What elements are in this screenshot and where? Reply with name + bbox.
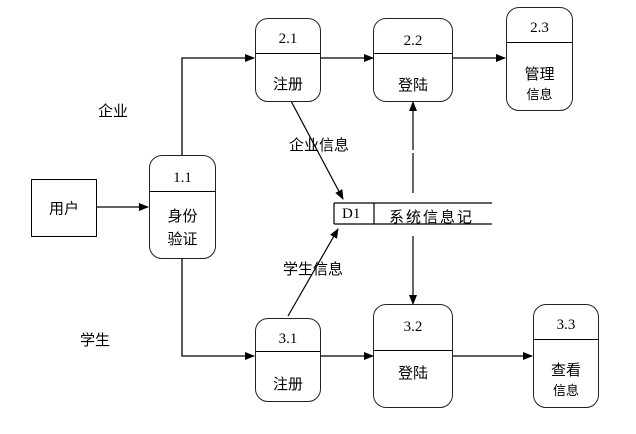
process-name: 管理 — [524, 65, 555, 83]
process-number: 2.3 — [530, 20, 549, 36]
process-number: 2.2 — [403, 33, 423, 49]
flow-1-1-to-2-1 — [181, 54, 255, 156]
process-divider — [374, 53, 452, 54]
flow-label-student: 学生 — [80, 331, 111, 349]
process-name: 查看 — [550, 361, 581, 379]
process-name: 身份 — [167, 207, 198, 225]
process-number: 3.1 — [278, 331, 298, 347]
process-divider — [374, 350, 452, 351]
external-entity-user[interactable]: 用户 — [31, 179, 97, 237]
process-2-1[interactable]: 2.1 注册 — [255, 18, 321, 102]
process-divider — [534, 339, 598, 340]
process-1-1[interactable]: 1.1 身份 验证 — [149, 155, 216, 259]
process-name: 登陆 — [397, 76, 428, 94]
flow-label-student-info: 学生信息 — [283, 260, 344, 278]
external-entity-label: 用户 — [48, 199, 79, 218]
process-name-line2: 信息 — [526, 88, 553, 103]
process-3-3[interactable]: 3.3 查看 信息 — [533, 304, 599, 408]
process-name-line2: 验证 — [167, 230, 198, 248]
flow-2-1-to-d1 — [290, 100, 344, 200]
data-store-d1[interactable]: D1 系统信息记 — [334, 203, 492, 226]
process-number: 1.1 — [173, 170, 192, 186]
flow-label-enterprise: 企业 — [98, 102, 129, 120]
process-name: 注册 — [272, 75, 303, 93]
data-store-name: 系统信息记 — [389, 208, 475, 226]
flow-1-1-to-3-1 — [181, 259, 255, 360]
process-divider — [256, 53, 320, 54]
process-3-1[interactable]: 3.1 注册 — [255, 318, 321, 402]
process-name: 注册 — [272, 375, 303, 393]
flow-label-enterprise-info: 企业信息 — [289, 136, 350, 154]
process-divider — [150, 191, 215, 192]
flow-3-1-to-d1 — [287, 228, 339, 317]
process-name: 登陆 — [397, 364, 428, 382]
data-store-code: D1 — [342, 206, 361, 222]
process-number: 3.3 — [556, 317, 576, 333]
process-3-2[interactable]: 3.2 登陆 — [373, 304, 453, 408]
process-divider — [507, 42, 572, 43]
process-number: 3.2 — [403, 319, 423, 335]
process-number: 2.1 — [278, 31, 298, 47]
process-2-2[interactable]: 2.2 登陆 — [373, 18, 453, 102]
process-divider — [256, 351, 320, 352]
process-name-line2: 信息 — [552, 384, 579, 399]
process-2-3[interactable]: 2.3 管理 信息 — [506, 7, 573, 111]
